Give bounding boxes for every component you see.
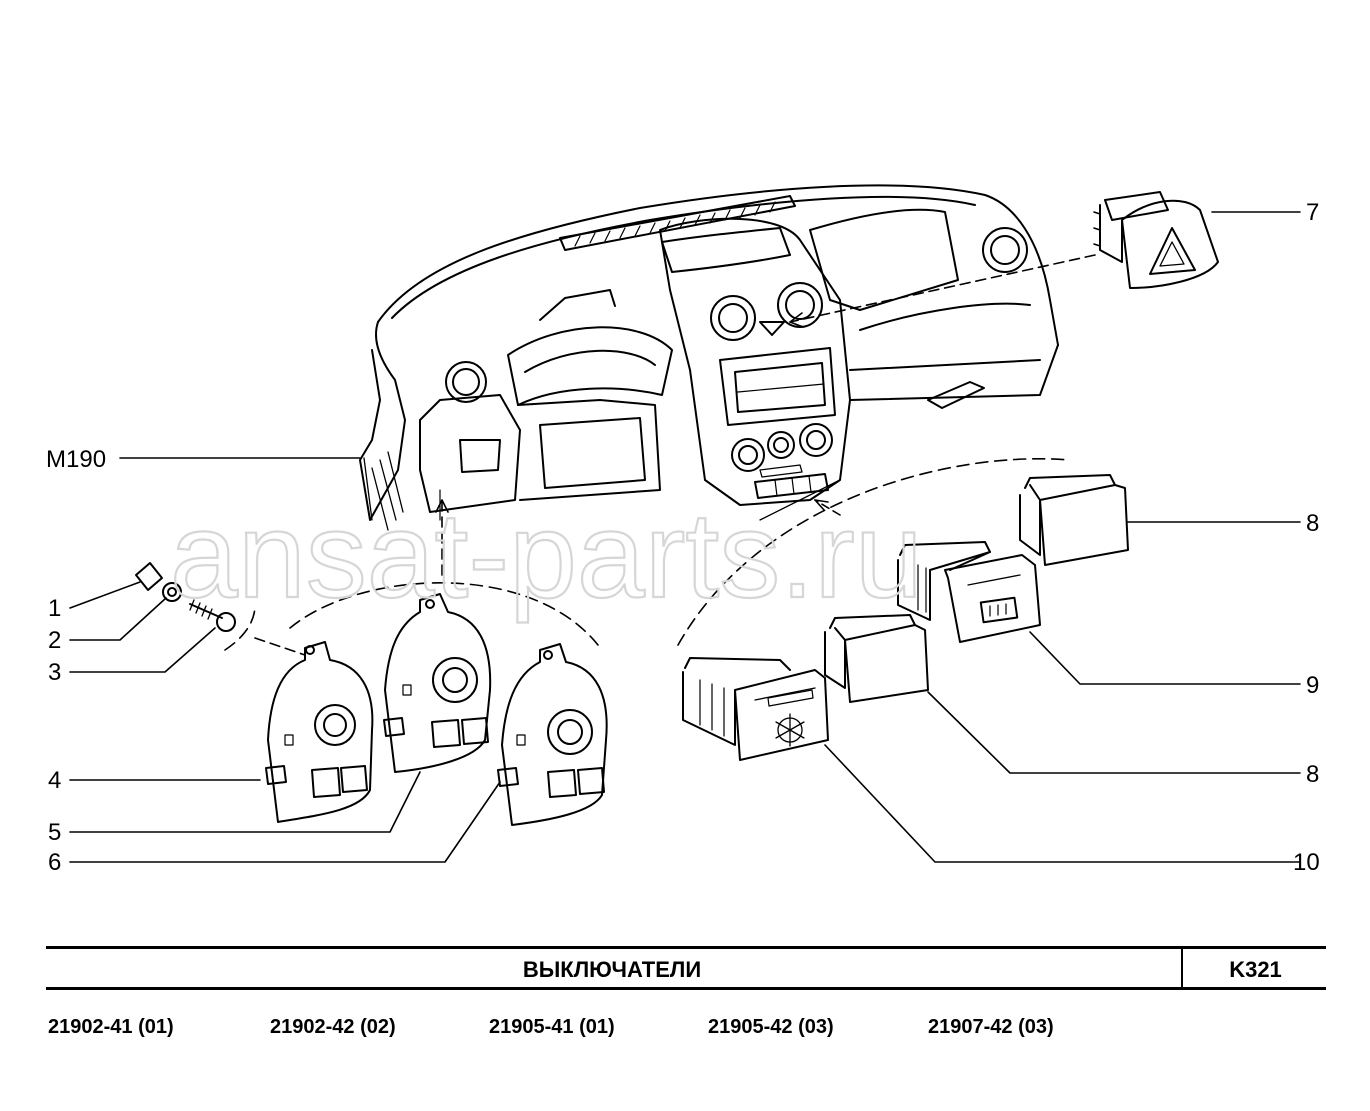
dashboard-illustration xyxy=(359,184,1059,531)
callout-3: 3 xyxy=(48,659,61,686)
callout-5: 5 xyxy=(48,819,61,846)
model-list: 21902-41 (01) 21902-42 (02) 21905-41 (01… xyxy=(48,1016,1328,1046)
fastener-parts xyxy=(135,562,236,632)
model-code: 21907-42 (03) xyxy=(928,1016,1054,1038)
hazard-switch-7 xyxy=(1093,191,1219,289)
callout-7: 7 xyxy=(1306,199,1319,226)
light-switch-module-6 xyxy=(497,643,608,826)
rear-defrost-switch-9 xyxy=(897,541,1041,643)
callout-8-bottom: 8 xyxy=(1306,761,1319,788)
leader-arrows xyxy=(224,254,1096,656)
washer-part-2 xyxy=(162,582,182,602)
callout-10: 10 xyxy=(1293,849,1320,876)
callout-6: 6 xyxy=(48,849,61,876)
callout-4: 4 xyxy=(48,767,61,794)
switch-blank-8-top xyxy=(1019,474,1129,566)
callout-9: 9 xyxy=(1306,672,1319,699)
callout-2: 2 xyxy=(48,627,61,654)
screw-part-3 xyxy=(189,599,236,632)
watermark: ansat-parts.ru xyxy=(170,487,923,623)
diagram-code: K321 xyxy=(1181,949,1328,987)
model-code: 21905-41 (01) xyxy=(489,1016,615,1038)
title-block: ВЫКЛЮЧАТЕЛИ K321 xyxy=(46,946,1326,990)
model-code: 21902-42 (02) xyxy=(270,1016,396,1038)
callout-labels: M190 1 2 3 4 5 6 7 8 9 8 10 xyxy=(46,199,1320,876)
light-switch-module-4 xyxy=(265,641,374,823)
callout-8-top: 8 xyxy=(1306,510,1319,537)
switch-blank-8-bottom xyxy=(824,614,929,703)
callout-M190: M190 xyxy=(46,446,106,473)
light-switch-module-5 xyxy=(383,593,492,773)
diagram-title: ВЫКЛЮЧАТЕЛИ xyxy=(522,957,702,982)
callout-1: 1 xyxy=(48,595,61,622)
model-code: 21902-41 (01) xyxy=(48,1016,174,1038)
model-code: 21905-42 (03) xyxy=(708,1016,834,1038)
callout-leaders xyxy=(69,211,1301,863)
ac-switch-10 xyxy=(682,657,829,761)
clip-nut-part-1 xyxy=(135,562,163,591)
